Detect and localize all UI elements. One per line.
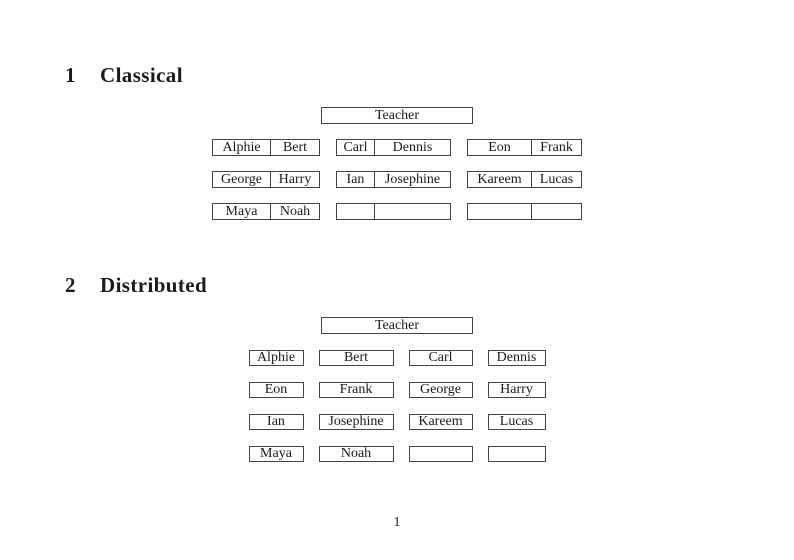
seat-box: Harry bbox=[487, 382, 546, 398]
seat-cell bbox=[532, 204, 581, 219]
distributed-row-1: Alphie Bert Carl Dennis bbox=[0, 350, 794, 366]
seat-box: Noah bbox=[318, 446, 394, 462]
classical-row-3: Maya Noah bbox=[0, 203, 794, 220]
seat-cell: Alphie bbox=[213, 140, 271, 155]
seat-box-empty bbox=[408, 446, 473, 462]
seat-box: Maya bbox=[248, 446, 304, 462]
desk-empty bbox=[336, 203, 451, 220]
desk: George Harry bbox=[212, 171, 320, 188]
page-number: 1 bbox=[393, 515, 401, 530]
seat-cell: Bert bbox=[282, 140, 308, 155]
seat-box: Eon bbox=[248, 382, 304, 398]
seat-cell: Frank bbox=[540, 140, 573, 155]
distributed-row-3: Ian Josephine Kareem Lucas bbox=[0, 414, 794, 430]
seat-cell: Kareem bbox=[468, 172, 532, 187]
classical-row-2: George Harry Ian Josephine Kareem Lucas bbox=[0, 171, 794, 188]
section-title: Distributed bbox=[100, 273, 208, 297]
seat-box: Bert bbox=[318, 350, 394, 366]
desk: Maya Noah bbox=[212, 203, 320, 220]
seat-box: Carl bbox=[408, 350, 473, 366]
distributed-row-4: Maya Noah bbox=[0, 446, 794, 462]
desk: Eon Frank bbox=[467, 139, 582, 156]
desk: Carl Dennis bbox=[336, 139, 451, 156]
seat-box: Frank bbox=[318, 382, 394, 398]
seat-cell: Eon bbox=[468, 140, 532, 155]
desk: Ian Josephine bbox=[336, 171, 451, 188]
seat-cell: Lucas bbox=[539, 172, 574, 187]
classical-teacher-row: Teacher bbox=[0, 107, 794, 124]
seat-cell: Noah bbox=[279, 204, 311, 219]
desk: Kareem Lucas bbox=[467, 171, 582, 188]
seat-box-empty bbox=[487, 446, 546, 462]
seat-cell: Carl bbox=[337, 140, 375, 155]
seat-box: Josephine bbox=[318, 414, 394, 430]
seat-cell: Josephine bbox=[384, 172, 441, 187]
seat-cell: George bbox=[213, 172, 271, 187]
seat-cell: Ian bbox=[337, 172, 375, 187]
seat-cell bbox=[375, 204, 450, 219]
section-heading-distributed: 2 Distributed bbox=[65, 273, 207, 297]
seat-box: Ian bbox=[248, 414, 304, 430]
seat-box: Kareem bbox=[408, 414, 473, 430]
seat-cell: Maya bbox=[213, 204, 271, 219]
teacher-box: Teacher bbox=[321, 317, 473, 334]
section-number: 1 bbox=[65, 63, 76, 87]
section-title: Classical bbox=[100, 63, 183, 87]
desk-empty bbox=[467, 203, 582, 220]
seat-box: Alphie bbox=[248, 350, 304, 366]
distributed-row-2: Eon Frank George Harry bbox=[0, 382, 794, 398]
seat-box: Lucas bbox=[487, 414, 546, 430]
seat-box: Dennis bbox=[487, 350, 546, 366]
seat-cell: Dennis bbox=[392, 140, 433, 155]
distributed-teacher-row: Teacher bbox=[0, 317, 794, 334]
section-number: 2 bbox=[65, 273, 76, 297]
seat-box: George bbox=[408, 382, 473, 398]
teacher-box: Teacher bbox=[321, 107, 473, 124]
classical-row-1: Alphie Bert Carl Dennis Eon Frank bbox=[0, 139, 794, 156]
seat-cell bbox=[337, 204, 375, 219]
desk: Alphie Bert bbox=[212, 139, 320, 156]
seat-cell: Harry bbox=[278, 172, 312, 187]
section-heading-classical: 1 Classical bbox=[65, 63, 183, 87]
seat-cell bbox=[468, 204, 532, 219]
